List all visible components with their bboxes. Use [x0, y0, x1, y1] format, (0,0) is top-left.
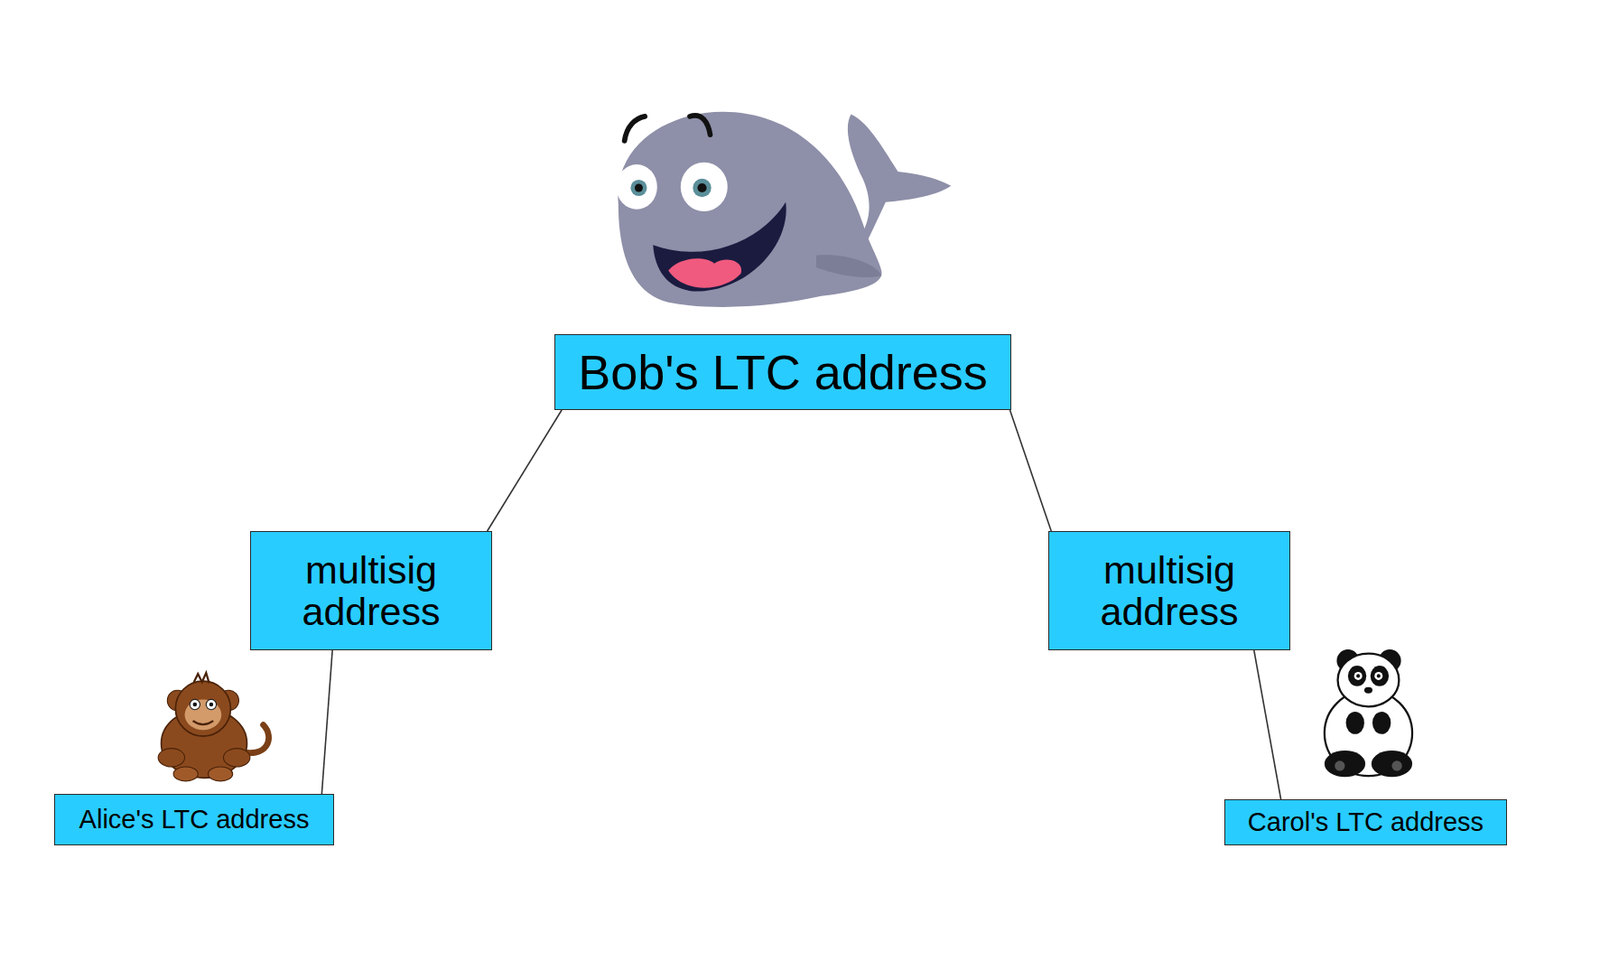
connector-line [1254, 650, 1282, 800]
monkey-figure [158, 672, 269, 782]
panda-figure [1324, 649, 1413, 777]
whale-figure [616, 111, 952, 307]
address-label: Alice's LTC address [79, 805, 310, 834]
connector-line [321, 650, 333, 794]
address-label: Carol's LTC address [1247, 808, 1484, 837]
connector-line [487, 409, 562, 531]
address-box: Carol's LTC address [1224, 799, 1507, 846]
address-box: multisig address [250, 530, 493, 651]
address-box: Bob's LTC address [554, 334, 1012, 410]
connector-line [1009, 409, 1052, 531]
address-label: multisig address [260, 548, 483, 633]
address-box: Alice's LTC address [54, 793, 335, 846]
address-label: Bob's LTC address [577, 345, 988, 399]
address-box: multisig address [1048, 530, 1291, 651]
address-label: multisig address [1058, 548, 1281, 633]
